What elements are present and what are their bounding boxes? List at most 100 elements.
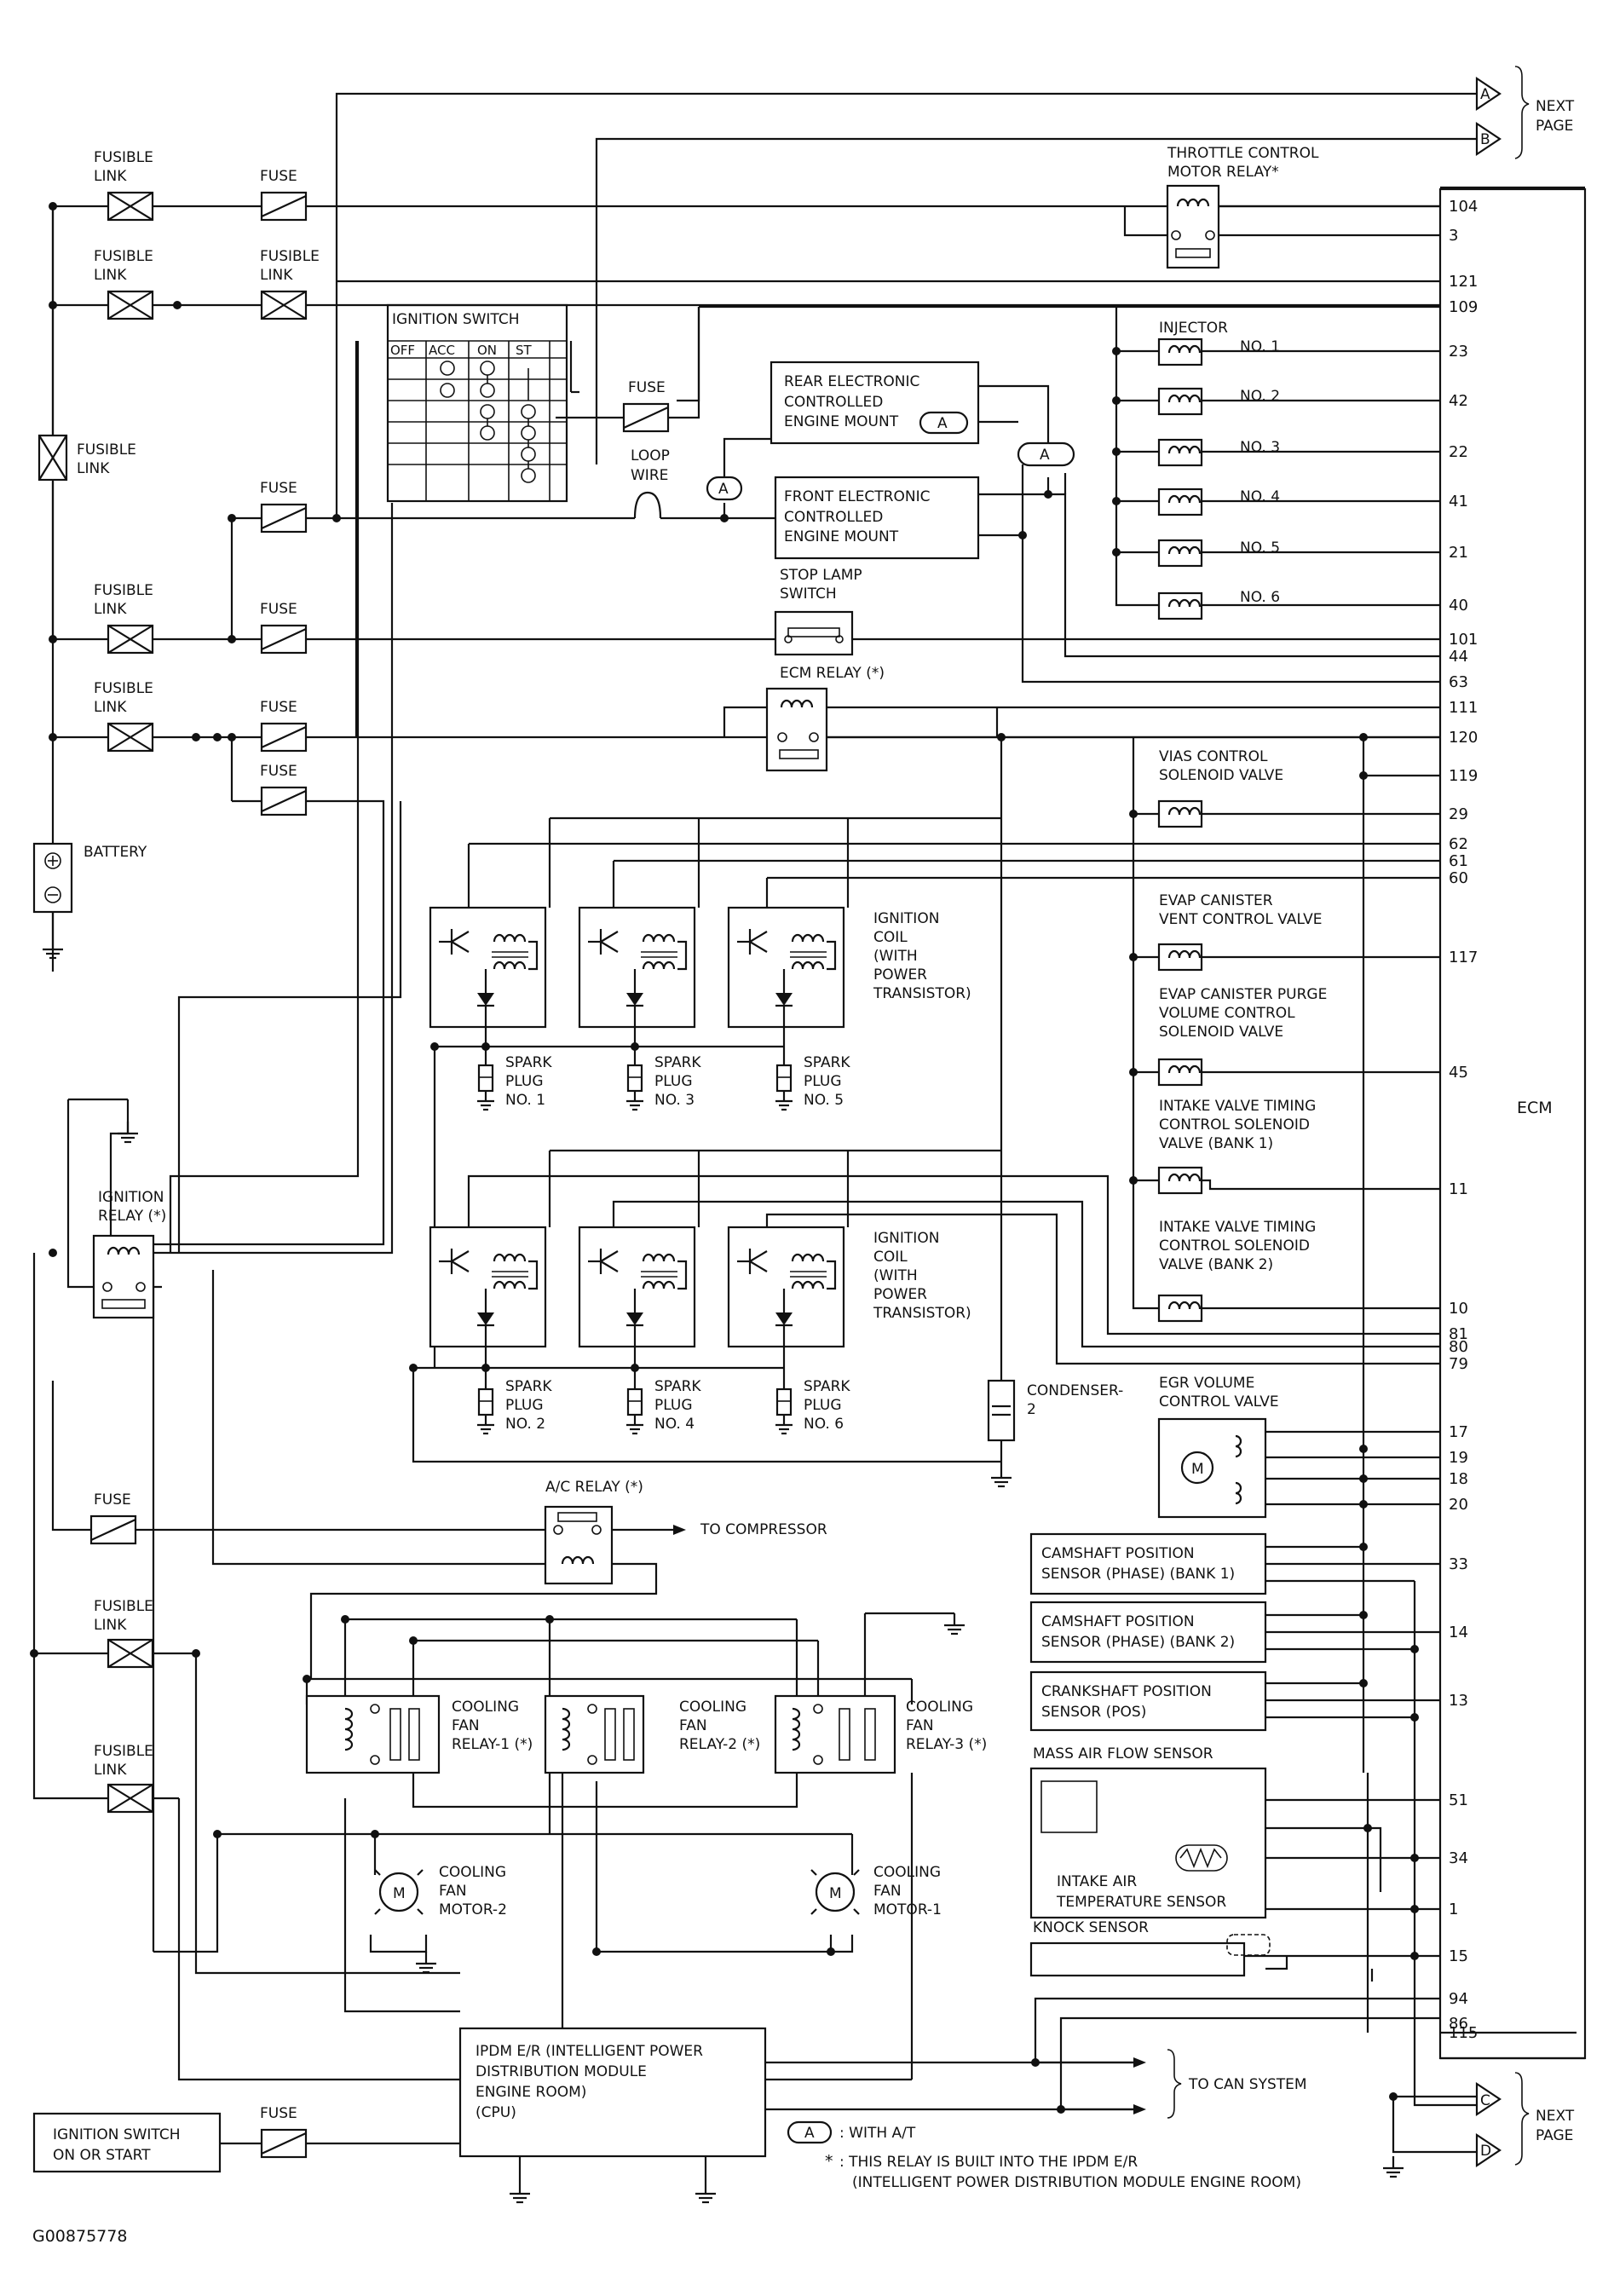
to-compressor-label: TO COMPRESSOR	[700, 1521, 827, 1538]
ecm-pin-117: 117	[1449, 949, 1478, 966]
fan-relay1-l2: FAN	[452, 1717, 480, 1734]
camshaft-sensor-bank2: CAMSHAFT POSITION SENSOR (PHASE) (BANK 2…	[1029, 1601, 1267, 1664]
knock-label: KNOCK SENSOR	[1033, 1919, 1149, 1936]
fl5-l1: FUSIBLE	[94, 582, 153, 599]
camshaft-sensor-bank1: CAMSHAFT POSITION SENSOR (PHASE) (BANK 1…	[1029, 1532, 1267, 1595]
fl8-l1: FUSIBLE	[94, 1743, 153, 1760]
ecm-pin-20: 20	[1449, 1496, 1468, 1514]
fan-motor1-l1: COOLING	[873, 1864, 941, 1881]
fl6-l2: LINK	[94, 699, 127, 716]
plug5-l3: NO. 5	[804, 1092, 844, 1109]
intake-valve-timing-bank1: INTAKE VALVE TIMING CONTROL SOLENOID VAL…	[1157, 1098, 1316, 1195]
loop-wire-l1: LOOP	[631, 447, 670, 464]
throttle-relay-l1: THROTTLE CONTROL	[1167, 145, 1319, 162]
intake-valve-timing-bank2: INTAKE VALVE TIMING CONTROL SOLENOID VAL…	[1157, 1219, 1316, 1323]
ignition-coil-unit	[578, 1226, 696, 1348]
fan-relay3-l3: RELAY-3 (*)	[906, 1736, 987, 1753]
fl6-l1: FUSIBLE	[94, 680, 153, 697]
stop-lamp-switch: STOP LAMP SWITCH	[774, 567, 862, 656]
ivt2-l1: INTAKE VALVE TIMING	[1159, 1219, 1316, 1236]
ecm-pin-62: 62	[1449, 835, 1468, 853]
stop-lamp-l1: STOP LAMP	[780, 567, 862, 584]
vias-l1: VIAS CONTROL	[1159, 748, 1268, 765]
vias-solenoid: VIAS CONTROL SOLENOID VALVE	[1157, 748, 1283, 828]
fuses: FUSE FUSE FUSE FUSE FUSE FUSE FUSE FUSE	[89, 168, 670, 2159]
injector-no2: NO. 2	[1240, 388, 1280, 405]
fan-motor1-m: M	[829, 1885, 842, 1902]
injector-no6: NO. 6	[1240, 589, 1280, 606]
coil-top-l2: COIL	[873, 929, 908, 946]
next-page-bottom-2: PAGE	[1536, 2127, 1573, 2144]
fan-motor2-l3: MOTOR-2	[439, 1901, 507, 1918]
next-page-top-2: PAGE	[1536, 118, 1573, 135]
fl7-l2: LINK	[94, 1617, 127, 1634]
fl8-l2: LINK	[94, 1762, 127, 1779]
ecm-pin-121: 121	[1449, 273, 1478, 291]
iat-l1: INTAKE AIR	[1057, 1873, 1137, 1890]
front-mount-l2: CONTROLLED	[784, 509, 883, 526]
fuse-label-2: FUSE	[260, 480, 297, 497]
plug1-l2: PLUG	[505, 1073, 544, 1090]
connector-c-label: C	[1480, 2092, 1490, 2109]
legend-star-l2: (INTELLIGENT POWER DISTRIBUTION MODULE E…	[852, 2174, 1301, 2191]
ecm-pin-14: 14	[1449, 1624, 1468, 1641]
fan-relay3-l2: FAN	[906, 1717, 934, 1734]
ecm-pin-18: 18	[1449, 1470, 1468, 1488]
front-mount-l1: FRONT ELECTRONIC	[784, 488, 930, 505]
ecm-pin-81: 81	[1449, 1325, 1468, 1343]
ac-relay: A/C RELAY (*) TO COMPRESSOR	[544, 1479, 827, 1585]
ign-on-start-l2: ON OR START	[53, 2147, 151, 2164]
fan-motor2-l2: FAN	[439, 1883, 467, 1900]
ecm-pin-60: 60	[1449, 869, 1468, 887]
plug6-l2: PLUG	[804, 1397, 842, 1414]
front-engine-mount: FRONT ELECTRONIC CONTROLLED ENGINE MOUNT	[774, 476, 980, 560]
ivt1-l2: CONTROL SOLENOID	[1159, 1116, 1310, 1134]
ecm-pin-17: 17	[1449, 1423, 1468, 1441]
injector-no5: NO. 5	[1240, 539, 1280, 557]
egr-motor-m: M	[1191, 1461, 1204, 1478]
ac-relay-label: A/C RELAY (*)	[545, 1479, 643, 1496]
ecm-pin-109: 109	[1449, 298, 1478, 316]
evap-purge-valve: EVAP CANISTER PURGE VOLUME CONTROL SOLEN…	[1157, 986, 1327, 1087]
ign-pos-on: ON	[477, 343, 497, 358]
ecm-pin-45: 45	[1449, 1064, 1468, 1082]
ecm-pin-23: 23	[1449, 343, 1468, 361]
ignition-coil-labels: IGNITION COIL (WITH POWER TRANSISTOR) IG…	[873, 910, 971, 1322]
condenser-2: CONDENSER- 2	[987, 1379, 1123, 1488]
coil-top-l5: TRANSISTOR)	[873, 985, 971, 1002]
cam2-l2: SENSOR (PHASE) (BANK 2)	[1041, 1634, 1235, 1651]
coil-bot-l1: IGNITION	[873, 1230, 939, 1247]
next-page-connectors: A B NEXT PAGE C D NEXT PAGE	[1475, 66, 1575, 2168]
ecm-pin-101: 101	[1449, 631, 1478, 649]
ignition-coil-unit	[727, 1226, 845, 1348]
fl5-l2: LINK	[94, 601, 127, 618]
fuse-label-7: FUSE	[260, 2105, 297, 2122]
ign-relay-l2: RELAY (*)	[98, 1208, 166, 1225]
loop-wire: LOOP WIRE	[631, 447, 670, 519]
plug4-l3: NO. 4	[654, 1416, 695, 1433]
ignition-coil-unit	[429, 1226, 547, 1348]
condenser-l2: 2	[1027, 1401, 1036, 1418]
ecm-pin-61: 61	[1449, 852, 1468, 870]
ivt2-l3: VALVE (BANK 2)	[1159, 1256, 1273, 1273]
egr-l2: CONTROL VALVE	[1159, 1393, 1279, 1410]
ecm-pin-11: 11	[1449, 1180, 1468, 1198]
ecm-pin-1: 1	[1449, 1901, 1458, 1918]
connector-d-label: D	[1480, 2143, 1491, 2160]
plug4-l2: PLUG	[654, 1397, 693, 1414]
plug5-l2: PLUG	[804, 1073, 842, 1090]
evap-vent-valve: EVAP CANISTER VENT CONTROL VALVE	[1157, 892, 1322, 972]
ecm-pin-79: 79	[1449, 1355, 1468, 1373]
fan-motor2-l1: COOLING	[439, 1864, 506, 1881]
vias-l2: SOLENOID VALVE	[1159, 767, 1283, 784]
ecm-pin-42: 42	[1449, 392, 1468, 410]
maf-label: MASS AIR FLOW SENSOR	[1033, 1745, 1213, 1762]
plug6-l1: SPARK	[804, 1378, 850, 1395]
to-can-label: TO CAN SYSTEM	[1188, 2076, 1307, 2093]
legend: A : WITH A/T * : THIS RELAY IS BUILT INT…	[787, 2120, 1405, 2191]
cam1-l2: SENSOR (PHASE) (BANK 1)	[1041, 1566, 1235, 1583]
front-mount-l3: ENGINE MOUNT	[784, 528, 899, 545]
coil-bot-l3: (WITH	[873, 1267, 918, 1284]
ecm-relay-label: ECM RELAY (*)	[780, 665, 885, 682]
coil-top-l4: POWER	[873, 966, 927, 984]
